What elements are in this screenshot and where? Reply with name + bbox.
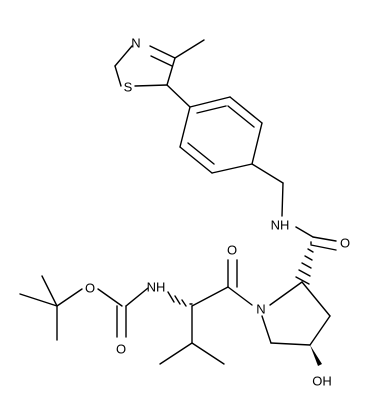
bond-c3-c4	[309, 315, 331, 346]
stereo-hash-c2	[295, 241, 314, 285]
bond-c5-n1	[261, 315, 272, 344]
atom-o-carbamate: O	[116, 341, 126, 356]
bond-c4-n3	[149, 45, 176, 59]
stereo-wedge-oh	[310, 345, 322, 366]
bond-ar5-inner	[187, 142, 215, 165]
bond-c2-n1	[269, 281, 303, 306]
bond-ar5	[179, 146, 213, 174]
atom-oh-hydroxyl: OH	[312, 373, 332, 388]
bond-cq-me-left	[19, 293, 58, 307]
bond-c4-c5	[270, 342, 311, 346]
bond-nh-carbamate	[125, 287, 149, 307]
bond-co-ca	[191, 286, 229, 307]
bond-ch2-nh	[281, 182, 284, 217]
bond-co-o-a	[312, 236, 337, 242]
atom-o-ether: O	[85, 280, 95, 295]
bond-cq-me-up	[41, 275, 58, 307]
bond-ar1-inner	[196, 105, 227, 114]
bond-ar2-inner	[227, 105, 255, 128]
bond-c2-c3	[301, 281, 331, 317]
bond-thiazole-benzene	[166, 84, 191, 108]
bond-ar-ch2	[251, 163, 284, 184]
bond-c4-c5	[166, 57, 176, 86]
atom-o-valine: O	[227, 242, 237, 257]
bond-ar3	[251, 122, 263, 165]
atom-s-thiazole: S	[124, 79, 133, 94]
bond-co-o-b	[310, 244, 337, 251]
bond-c4-n3-inner	[150, 55, 173, 67]
atom-nh-carbamate: NH	[147, 279, 166, 294]
atom-n-thiazole: N	[131, 35, 140, 50]
bond-o-cq	[56, 288, 83, 307]
bond-cb-me1	[159, 342, 193, 365]
bond-s1-c5	[134, 84, 168, 87]
bond-ar1	[189, 96, 231, 108]
bond-n3-c2	[114, 45, 133, 67]
bond-ar6	[179, 106, 191, 148]
bond-carbamate-oether	[97, 288, 123, 307]
bond-methyl-thiazole	[174, 39, 205, 59]
atom-nh-amide: NH	[271, 217, 290, 232]
atom-n-pyrrolidine: N	[256, 301, 265, 316]
bond-nh-co	[295, 226, 314, 238]
bond-ar2	[229, 96, 263, 124]
stereo-hash-ca	[167, 291, 193, 307]
atom-o-amide: O	[340, 235, 350, 250]
bond-n1-co	[227, 286, 253, 306]
bond-ar4	[211, 163, 253, 174]
bond-c2-s1	[114, 65, 122, 87]
bond-cb-me2	[191, 342, 225, 365]
